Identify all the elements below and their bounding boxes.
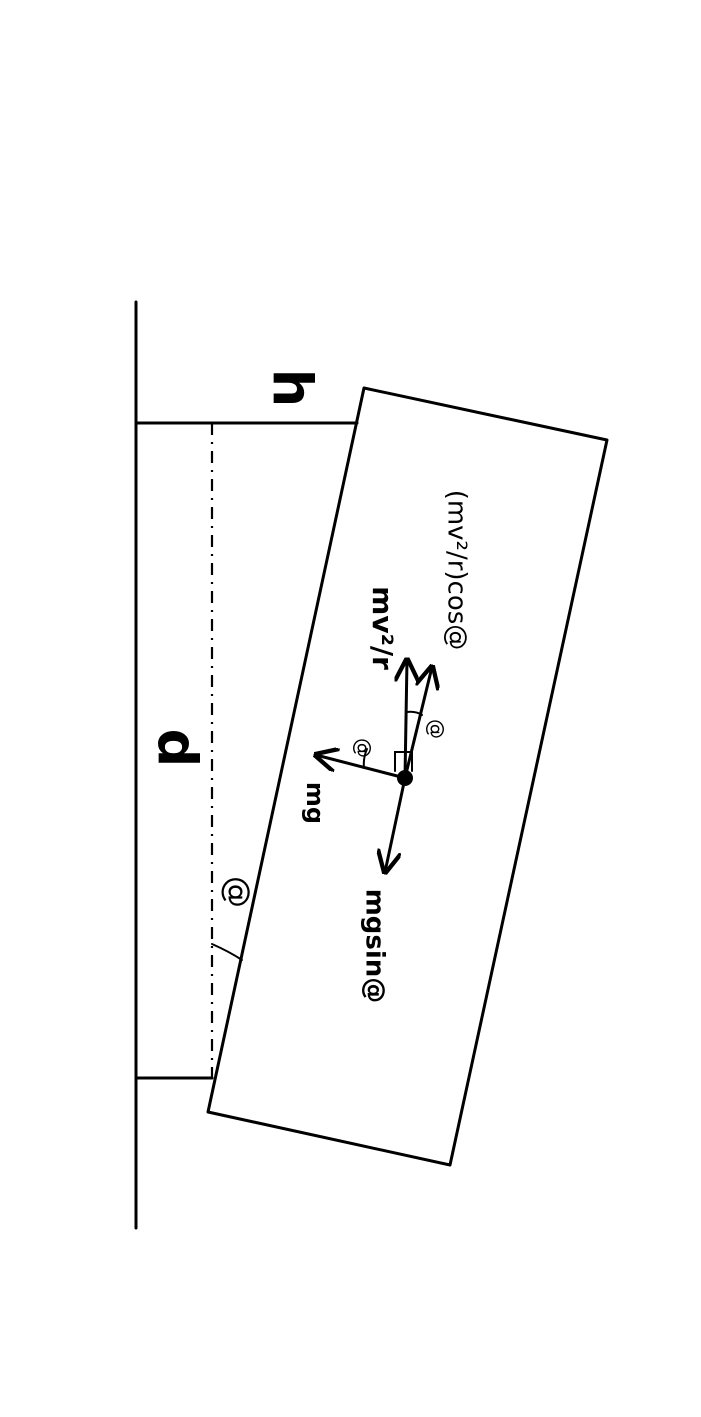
centripetal-component-label: (mv²/r)cos@ xyxy=(442,490,472,651)
weight-label: mg xyxy=(301,782,329,824)
gravity-component-label: mgsin@ xyxy=(360,889,390,1004)
banked-block xyxy=(206,386,609,1167)
mgsin-arrow xyxy=(385,776,407,872)
centripetal-angle-arc xyxy=(406,710,423,716)
mv2r-label: mv²/r xyxy=(366,586,399,670)
incline-angle-label: @ xyxy=(219,876,257,908)
centripetal-angle-label: @ xyxy=(425,719,449,739)
mg-arrow xyxy=(316,755,407,780)
mg-angle-label: @ xyxy=(352,738,376,758)
distance-label: d xyxy=(145,729,208,768)
mg-angle-arc xyxy=(362,748,368,769)
centripetal-component-arrow xyxy=(403,667,432,780)
height-label: h xyxy=(260,369,323,407)
mv2r-arrow xyxy=(405,660,407,780)
right-angle-marker xyxy=(394,751,413,772)
incline-angle-arc xyxy=(211,943,243,961)
